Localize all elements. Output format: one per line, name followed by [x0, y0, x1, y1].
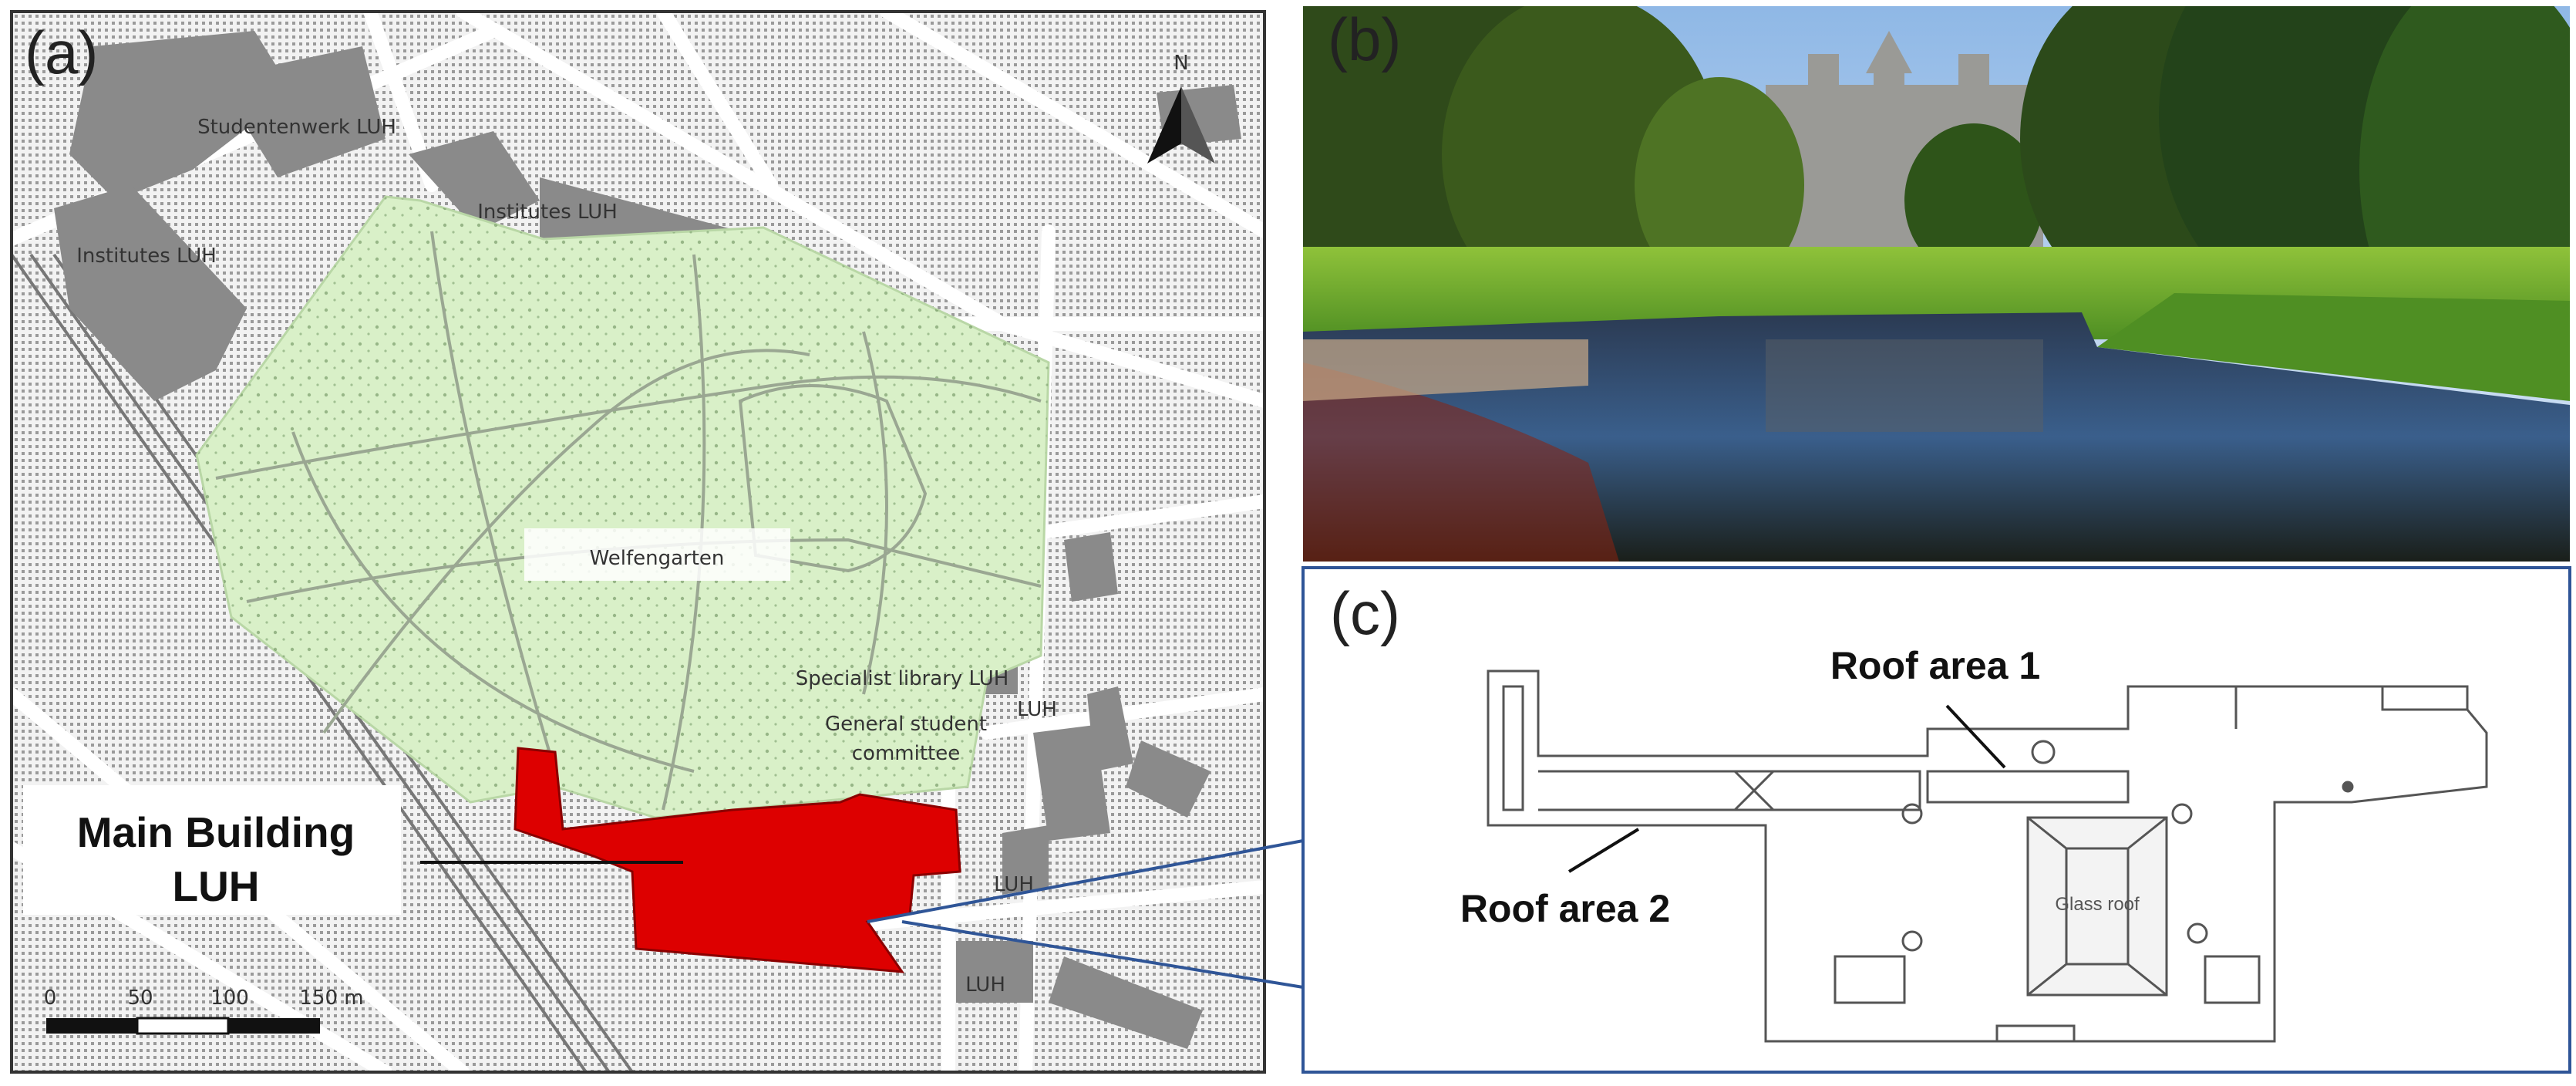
institutes-left-label: Institutes LUH — [76, 245, 217, 268]
roof-area-1-pointer — [1945, 704, 2006, 769]
pond-reflection — [1766, 339, 2043, 432]
photo-pond — [1303, 312, 2570, 562]
map-border — [10, 10, 1266, 1074]
main-building-label-1: Main Building — [77, 808, 355, 856]
specialist-library-label: Specialist library LUH — [796, 667, 1009, 690]
pond-edge — [1303, 339, 1588, 401]
glass-roof-label: Glass roof — [2055, 894, 2140, 915]
park-name-label: Welfengarten — [590, 547, 725, 570]
scale-tick-100: 100 — [210, 987, 249, 1010]
north-label: N — [1174, 52, 1188, 75]
connector-line-bottom — [901, 920, 1304, 989]
main-building-label-box — [23, 785, 401, 915]
scale-tick-150: 150 m — [299, 987, 363, 1010]
roof-plan-drawing — [1487, 669, 2488, 1043]
scale-tick-0: 0 — [44, 987, 57, 1010]
photo-lawn-right — [2097, 293, 2570, 401]
luh-label-3: LUH — [965, 973, 1005, 997]
panel-c-label: (c) — [1330, 579, 1400, 647]
studentenwerk-label: Studentenwerk LUH — [197, 116, 396, 139]
connector-line-top — [867, 839, 1304, 923]
photo-panel: (b) — [1303, 5, 2570, 562]
park-label-bg — [524, 528, 790, 581]
welfengarten-park — [195, 195, 1050, 819]
panel-a-label: (a) — [25, 19, 98, 86]
panel-b-label: (b) — [1328, 5, 1401, 73]
map-panel: Welfengarten Studentenwerk LUH Institute… — [12, 12, 1264, 1072]
north-arrow-icon: N — [1147, 52, 1215, 164]
institutes-top-label: Institutes LUH — [477, 201, 618, 224]
pond-red-reflection — [1303, 363, 1619, 562]
roof-area-2-label: Roof area 2 — [1460, 887, 1670, 930]
roof-area-1-label: Roof area 1 — [1830, 644, 2040, 687]
luh-label-1: LUH — [1017, 698, 1057, 721]
roof-area-2-pointer — [1567, 828, 1640, 873]
main-building-footprint — [514, 747, 961, 973]
general-student-label-2: committee — [852, 742, 960, 765]
main-building-label-2: LUH — [172, 862, 259, 910]
scale-tick-50: 50 — [127, 987, 153, 1010]
general-student-label-1: General student — [825, 713, 987, 736]
scale-bar: 0 50 100 150 m — [44, 987, 364, 1035]
